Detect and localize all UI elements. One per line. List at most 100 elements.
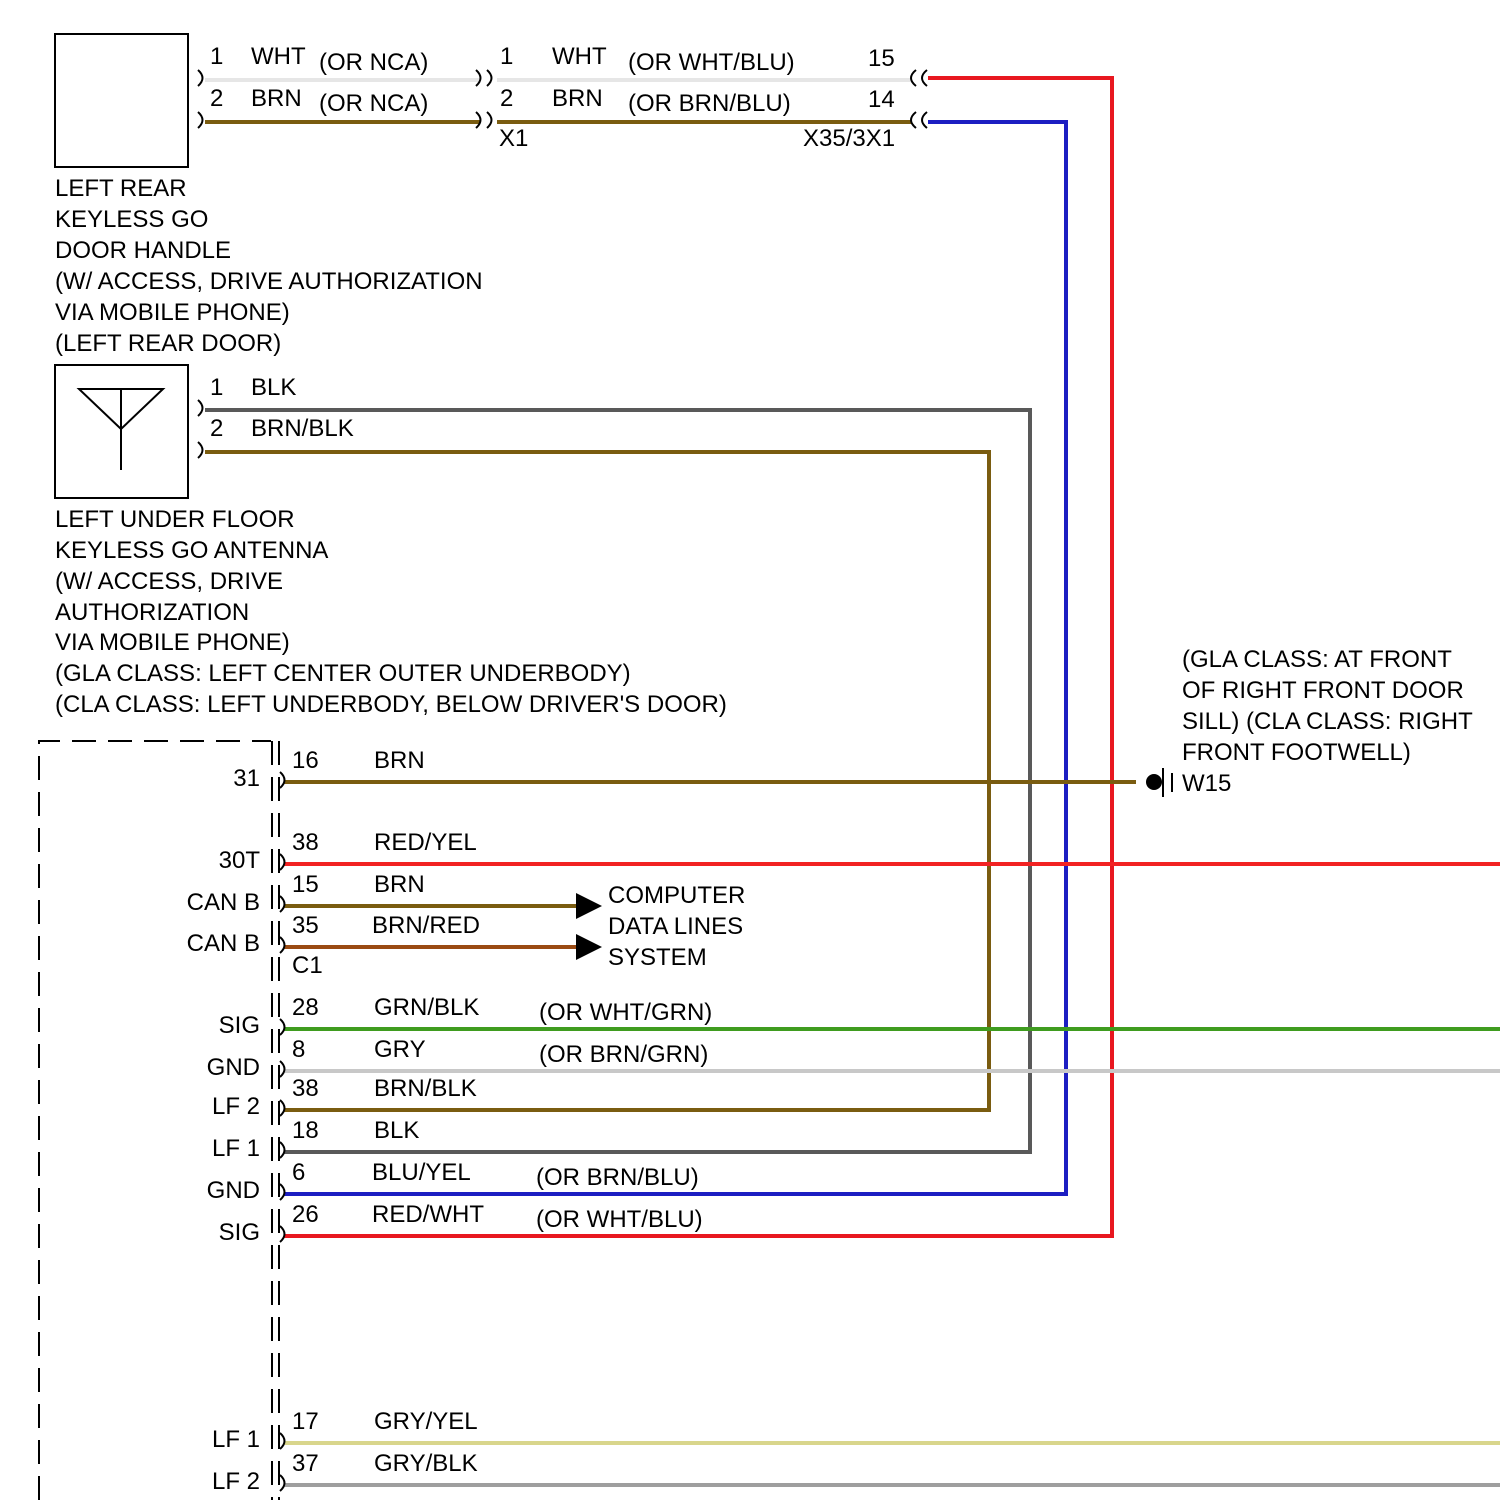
module-pin-alt-color: (OR WHT/BLU) <box>536 1206 703 1233</box>
x1-pin-1-right <box>487 70 492 86</box>
handle-label-line-5: VIA MOBILE PHONE) <box>55 299 290 326</box>
data-lines-label-line-2: DATA LINES <box>608 913 743 940</box>
module-pin-alt-color: (OR BRN/BLU) <box>536 1164 699 1191</box>
keyless-go-antenna: 1 BLK 2 BRN/BLK LEFT UNDER FLOOR KEYLESS… <box>55 365 727 718</box>
module-pin-terminal: GND <box>207 1177 260 1204</box>
connector-x1: 1 WHT (OR WHT/BLU) 2 BRN (OR BRN/BLU) X1 <box>476 43 795 152</box>
x35-pin-15-num: 15 <box>868 45 895 72</box>
module-pin-wire-color: BRN/RED <box>372 912 480 939</box>
module-pin-number: 8 <box>292 1036 305 1063</box>
module-pin-row: 30T 38 RED/YEL <box>219 829 477 874</box>
module-pin-connector <box>280 1061 285 1077</box>
module-pin-wire-color: GRY/YEL <box>374 1408 478 1435</box>
handle-label-line-6: (LEFT REAR DOOR) <box>55 330 281 357</box>
x1-pin-2-right <box>487 112 492 128</box>
module-pin-wire-color: GRY/BLK <box>374 1450 478 1477</box>
module-pin-wire-color: BLK <box>374 1117 419 1144</box>
antenna-label-line-5: VIA MOBILE PHONE) <box>55 629 290 656</box>
handle-pin-2-alt: (OR NCA) <box>319 90 428 117</box>
data-lines-label-line-1: COMPUTER <box>608 882 745 909</box>
antenna-label-line-7: (CLA CLASS: LEFT UNDERBODY, BELOW DRIVER… <box>55 691 727 718</box>
x35-pin-14-left <box>911 112 916 128</box>
module-pin-row: LF 117GRY/YEL <box>212 1408 478 1453</box>
handle-box <box>55 34 188 167</box>
x1-pin-1-num: 1 <box>500 43 513 70</box>
antenna-pin-2-num: 2 <box>210 415 223 442</box>
module-pin-terminal: CAN B <box>187 930 260 957</box>
x1-pin-1-alt: (OR WHT/BLU) <box>628 49 795 76</box>
module-pin-connector <box>280 1433 285 1449</box>
module-pin-connector <box>280 1226 285 1242</box>
module-pin-number: 37 <box>292 1450 319 1477</box>
ground-icon <box>1163 768 1172 797</box>
handle-label-line-2: KEYLESS GO <box>55 206 208 233</box>
handle-label-line-4: (W/ ACCESS, DRIVE AUTHORIZATION <box>55 268 483 295</box>
module-pin-connector <box>280 1184 285 1200</box>
module-pin-connector <box>280 896 285 912</box>
x35-pin-15-right <box>922 70 927 86</box>
module-pin-number: 18 <box>292 1117 319 1144</box>
handle-pin-1-num: 1 <box>210 43 223 70</box>
module-pin-number: 38 <box>292 1075 319 1102</box>
module-pin-wire-color: BRN/BLK <box>374 1075 477 1102</box>
module-pin-connector <box>280 1019 285 1035</box>
computer-data-lines: COMPUTER DATA LINES SYSTEM <box>576 882 745 971</box>
module-pin-terminal: CAN B <box>187 889 260 916</box>
x1-pin-2-num: 2 <box>500 85 513 112</box>
antenna-pin-2-connector <box>198 442 203 458</box>
module-pin-terminal: LF 2 <box>212 1468 260 1495</box>
handle-pin-2-color: BRN <box>251 85 302 112</box>
module-pin-wire-color: BLU/YEL <box>372 1159 471 1186</box>
x35-pin-15-left <box>911 70 916 86</box>
module-pin-number: 28 <box>292 994 319 1021</box>
antenna-pin-1-connector <box>198 400 203 416</box>
module-pin-row: CAN B 35 BRN/RED <box>187 912 480 957</box>
handle-pin-2-connector <box>198 112 203 128</box>
module-pin-number: 38 <box>292 829 319 856</box>
ground-splice-dot <box>1146 774 1162 790</box>
module-pin-connector <box>280 1142 285 1158</box>
antenna-label-line-2: KEYLESS GO ANTENNA <box>55 537 328 564</box>
data-lines-label-line-3: SYSTEM <box>608 944 707 971</box>
module-pin-row: CAN B 15 BRN <box>187 871 425 916</box>
x1-pin-1-color: WHT <box>552 43 607 70</box>
module-pin-terminal: LF 1 <box>212 1135 260 1162</box>
module-pin-number: 26 <box>292 1201 319 1228</box>
handle-pin-1-color: WHT <box>251 43 306 70</box>
module-pin-terminal: 30T <box>219 847 261 874</box>
module-pin-wire-color: RED/WHT <box>372 1201 484 1228</box>
antenna-pin-2-color: BRN/BLK <box>251 415 354 442</box>
module-pin-connector <box>280 772 285 788</box>
module-pin-number: 17 <box>292 1408 319 1435</box>
module-pin-wire-color: GRN/BLK <box>374 994 479 1021</box>
module-pin-row: LF 1 18 BLK <box>212 1117 419 1162</box>
connector-x35: 15 14 X35/3X1 <box>803 45 927 152</box>
module-pin-terminal: SIG <box>219 1012 260 1039</box>
module-pin-number: 35 <box>292 912 319 939</box>
ground-location-line-2: OF RIGHT FRONT DOOR <box>1182 677 1464 704</box>
antenna-pin-1-num: 1 <box>210 374 223 401</box>
antenna-label-line-3: (W/ ACCESS, DRIVE <box>55 568 283 595</box>
module-pin-number: 15 <box>292 871 319 898</box>
module-pin-terminal: 31 <box>233 765 260 792</box>
handle-pin-1-connector <box>198 70 203 86</box>
antenna-label-line-6: (GLA CLASS: LEFT CENTER OUTER UNDERBODY) <box>55 660 631 687</box>
antenna-pin-1-color: BLK <box>251 374 296 401</box>
module-pin-wire-color: BRN <box>374 871 425 898</box>
x35-pin-14-num: 14 <box>868 86 895 113</box>
module-pin-alt-color: (OR BRN/GRN) <box>539 1041 708 1068</box>
antenna-label-line-4: AUTHORIZATION <box>55 599 249 626</box>
module-pin-wire-color: GRY <box>374 1036 426 1063</box>
x35-name: X35/3X1 <box>803 125 895 152</box>
handle-pin-2-num: 2 <box>210 85 223 112</box>
module-pin-wire-color: RED/YEL <box>374 829 477 856</box>
ground-location-line-4: FRONT FOOTWELL) <box>1182 739 1411 766</box>
module-pin-connector <box>280 1100 285 1116</box>
module-pin-number: 16 <box>292 747 319 774</box>
